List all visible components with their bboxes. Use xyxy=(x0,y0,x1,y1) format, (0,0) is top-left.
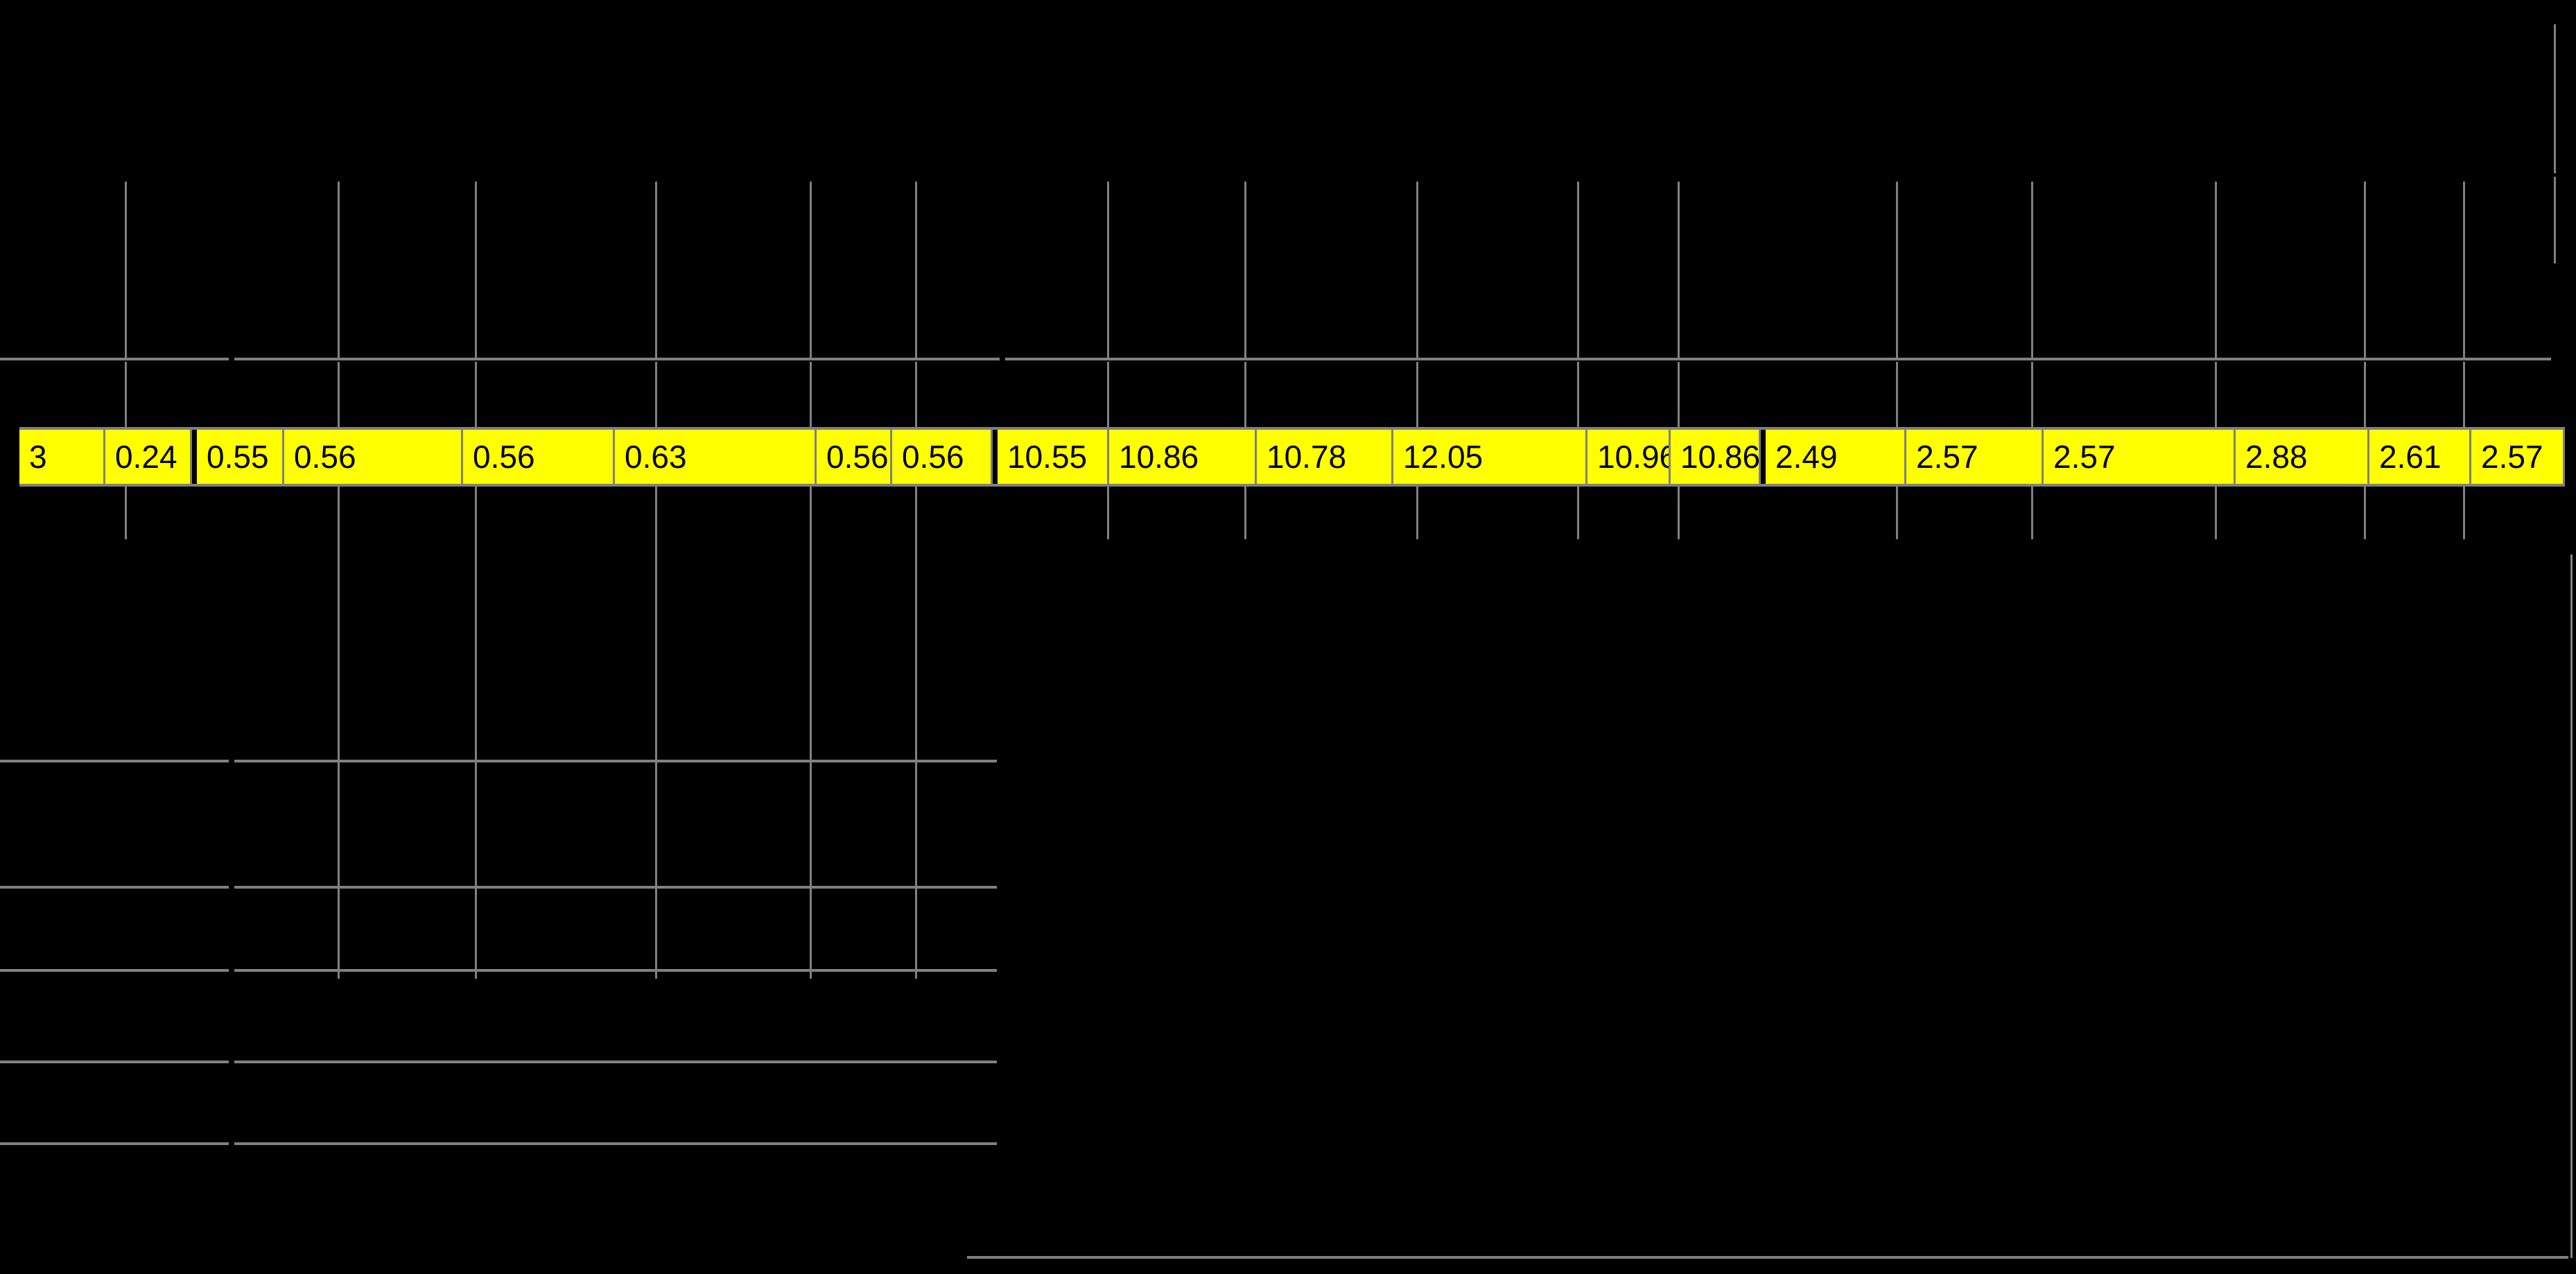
horizontal-gridline xyxy=(234,969,997,972)
vertical-gridline xyxy=(2554,177,2556,263)
vertical-gridline xyxy=(125,182,127,359)
horizontal-gridline xyxy=(234,760,997,762)
data-cell[interactable]: 10.96 xyxy=(1587,430,1671,484)
data-cell[interactable]: 10.78 xyxy=(1257,430,1393,484)
data-cell[interactable]: 0.56 xyxy=(892,430,993,484)
vertical-gridline xyxy=(810,182,812,359)
data-cell[interactable]: 0.56 xyxy=(463,430,615,484)
horizontal-gridline xyxy=(234,1061,997,1063)
vertical-gridline xyxy=(475,182,477,359)
horizontal-gridline xyxy=(234,1142,997,1145)
vertical-gridline xyxy=(2554,24,2556,173)
horizontal-gridline xyxy=(234,886,997,889)
vertical-gridline xyxy=(915,182,917,359)
horizontal-gridline xyxy=(0,1142,229,1145)
data-cell[interactable]: 2.61 xyxy=(2369,430,2471,484)
vertical-gridline xyxy=(2463,182,2465,359)
vertical-gridline xyxy=(1107,182,1109,359)
vertical-gridline xyxy=(655,182,657,359)
vertical-gridline xyxy=(1244,182,1246,359)
horizontal-gridline xyxy=(234,358,1000,360)
vertical-gridline xyxy=(915,362,917,979)
data-cell[interactable]: 0.24 xyxy=(105,430,192,484)
data-cell[interactable]: 2.57 xyxy=(2044,430,2236,484)
horizontal-gridline xyxy=(0,969,229,972)
data-cell[interactable]: 0.55 xyxy=(192,430,284,484)
data-cell[interactable]: 2.57 xyxy=(1906,430,2044,484)
vertical-gridline xyxy=(1896,182,1898,359)
horizontal-gridline xyxy=(0,1061,229,1063)
horizontal-gridline xyxy=(0,886,229,889)
vertical-gridline xyxy=(475,362,477,979)
data-cell[interactable]: 0.63 xyxy=(615,430,817,484)
data-cell[interactable]: 3 xyxy=(19,430,105,484)
vertical-gridline xyxy=(2031,182,2033,359)
vertical-gridline xyxy=(1678,182,1680,359)
data-cell[interactable]: 0.56 xyxy=(284,430,463,484)
vertical-gridline xyxy=(338,182,340,359)
vertical-gridline xyxy=(655,362,657,979)
vertical-gridline xyxy=(810,362,812,979)
data-cell[interactable]: 12.05 xyxy=(1393,430,1587,484)
data-cell[interactable]: 10.86 xyxy=(1671,430,1761,484)
vertical-gridline xyxy=(1577,182,1579,359)
data-cell[interactable]: 0.56 xyxy=(817,430,892,484)
data-cell[interactable]: 10.86 xyxy=(1109,430,1257,484)
horizontal-gridline xyxy=(1005,358,2551,360)
horizontal-gridline xyxy=(967,1256,2568,1259)
vertical-gridline xyxy=(2570,555,2573,1258)
data-cell[interactable]: 2.49 xyxy=(1761,430,1906,484)
vertical-gridline xyxy=(2364,182,2366,359)
vertical-gridline xyxy=(338,362,340,979)
vertical-gridline xyxy=(2215,182,2217,359)
vertical-gridline xyxy=(1416,182,1418,359)
data-cell[interactable]: 2.57 xyxy=(2471,430,2565,484)
data-cell[interactable]: 2.88 xyxy=(2236,430,2369,484)
horizontal-gridline xyxy=(0,358,229,360)
data-cell[interactable]: 10.55 xyxy=(993,430,1109,484)
horizontal-gridline xyxy=(0,760,229,762)
